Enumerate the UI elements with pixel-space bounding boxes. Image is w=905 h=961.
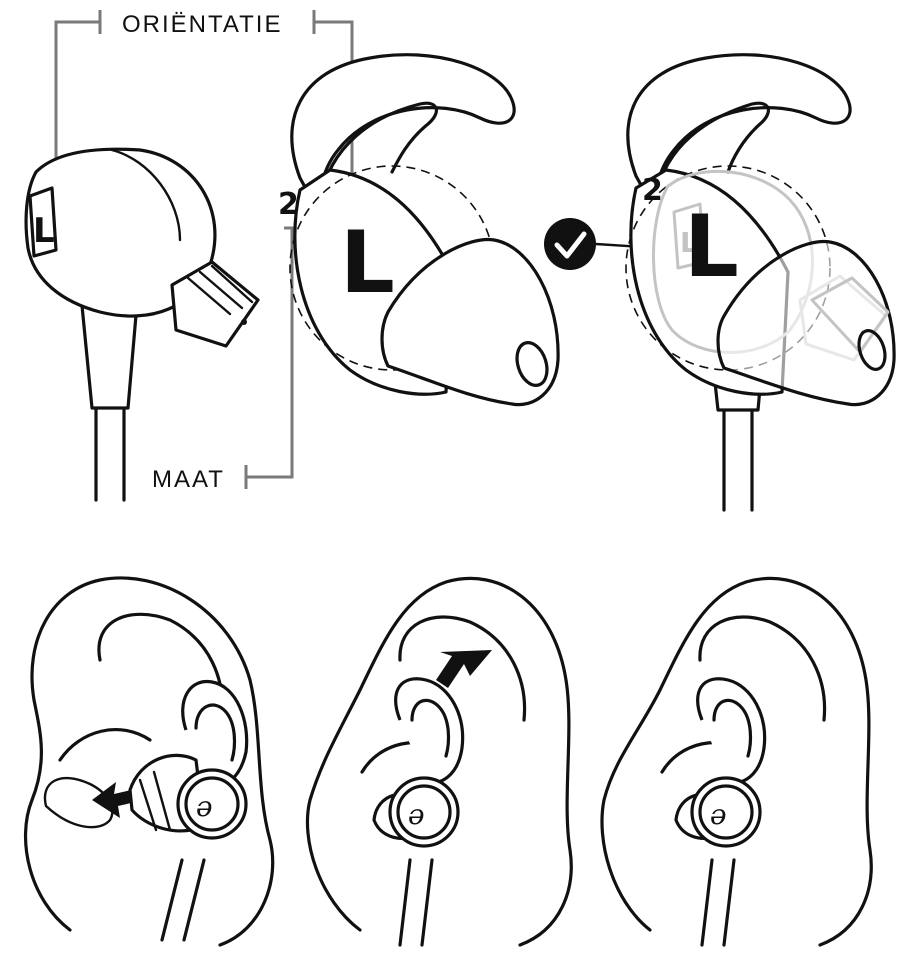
ear-step-3: ə [602, 578, 871, 945]
jaybird-logo-icon-2: ə [408, 798, 425, 831]
jaybird-logo-icon: ə [196, 790, 213, 823]
size-number: 2 [278, 187, 299, 222]
jaybird-logo-icon-3: ə [710, 798, 727, 831]
orientation-letter: L [340, 213, 395, 313]
arrow-icon [436, 650, 492, 688]
ear-step-2: ə [307, 578, 571, 945]
ear-step-1: ə [26, 578, 273, 945]
assembled-orientation-letter: L [684, 197, 739, 297]
ear-tip-view: 2 L [278, 55, 558, 405]
assembled-earbud-view: L 2 L [626, 55, 894, 510]
assembled-size-number: 2 [642, 173, 663, 208]
orientation-label: ORIËNTATIE [122, 11, 282, 38]
earbud-side-view: L [26, 149, 258, 500]
side-view-letter: L [33, 211, 55, 251]
size-label: MAAT [152, 466, 225, 493]
